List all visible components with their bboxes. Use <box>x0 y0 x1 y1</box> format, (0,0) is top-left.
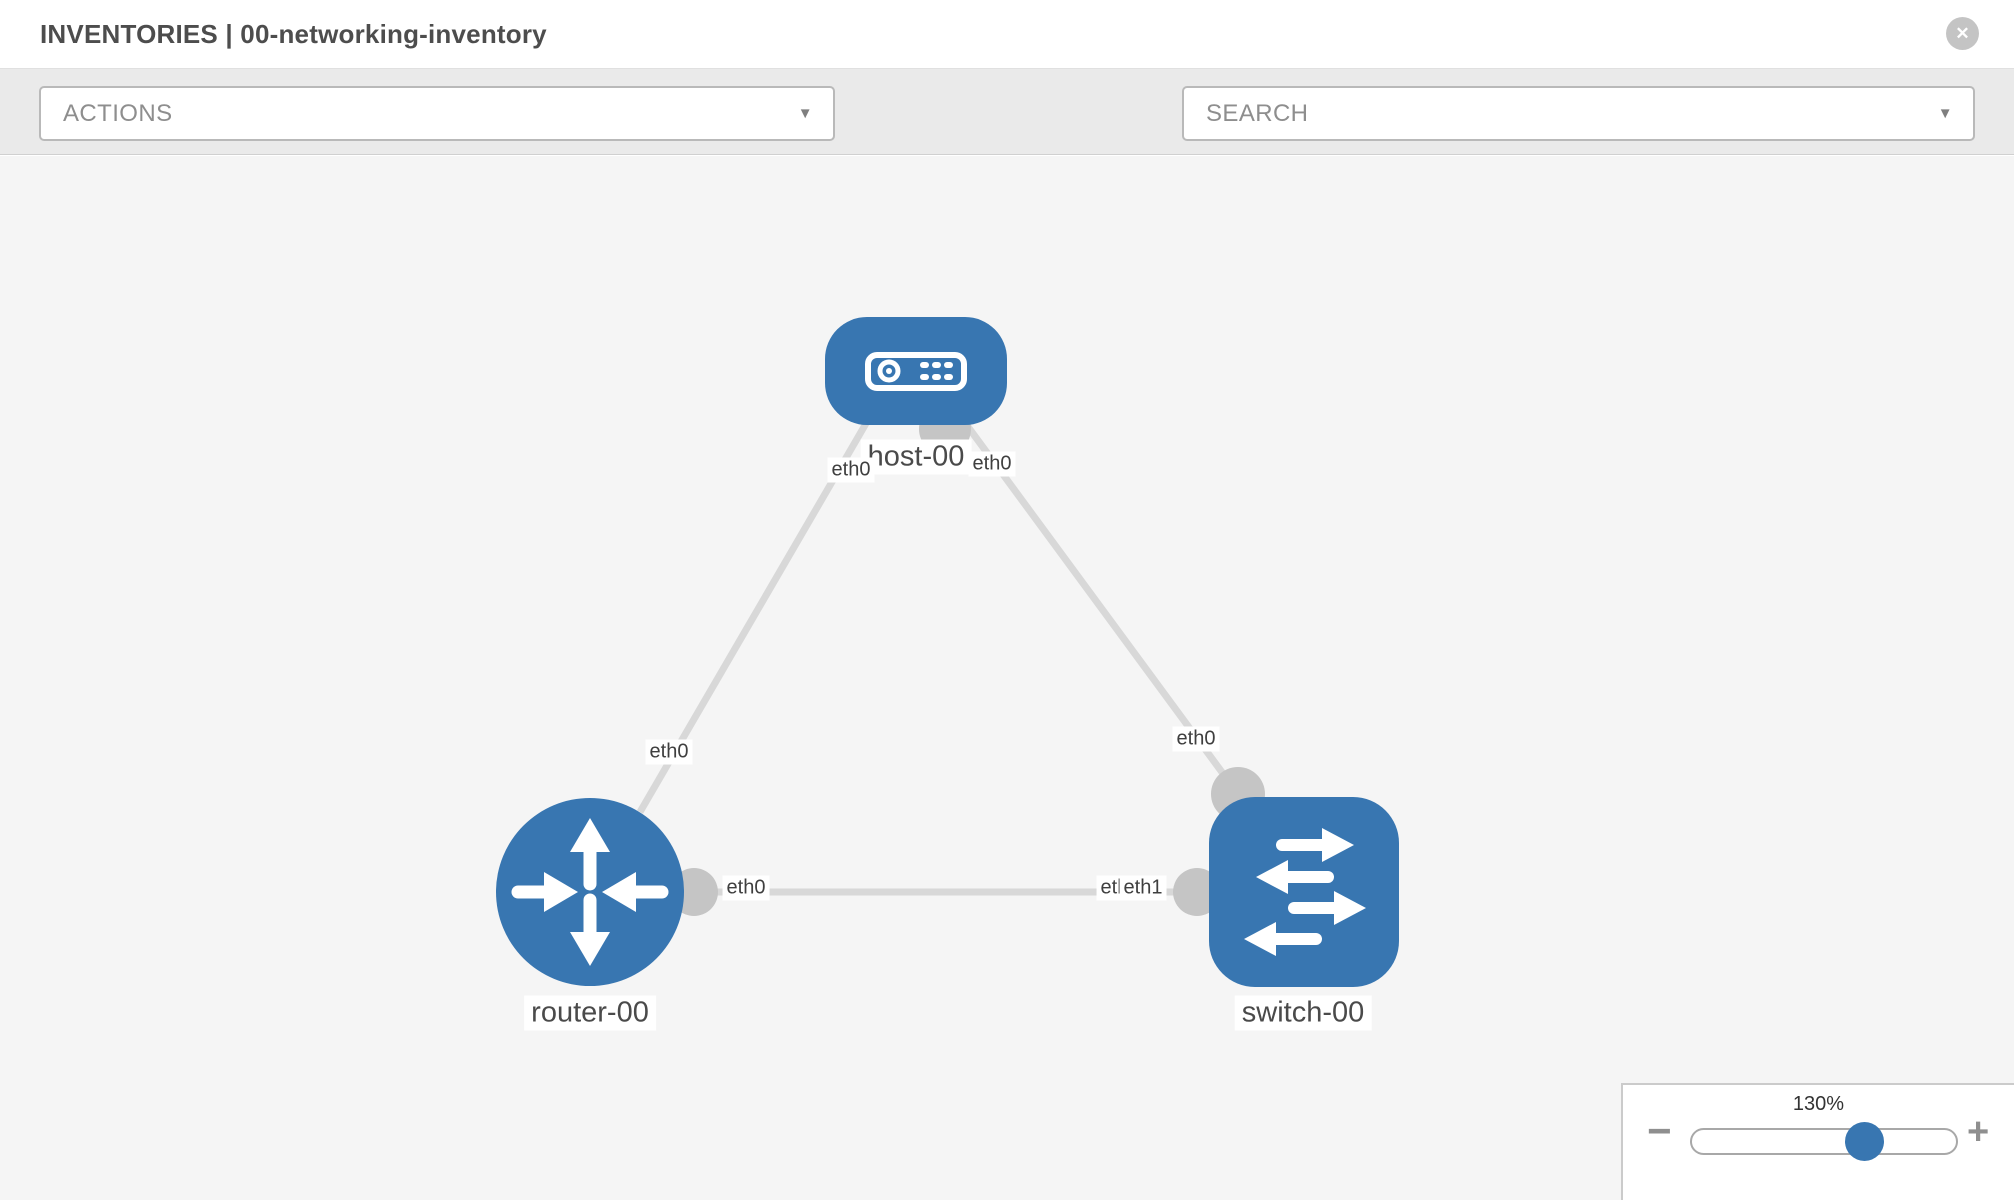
chevron-down-icon: ▼ <box>1937 104 1953 122</box>
if-label-host-eth0-right: eth0 <box>968 451 1016 477</box>
if-label-router-eth0-mid: eth0 <box>722 875 770 901</box>
zoom-slider-track[interactable] <box>1690 1128 1958 1155</box>
node-router-00[interactable] <box>496 798 684 986</box>
node-switch-00[interactable] <box>1209 797 1399 987</box>
if-label-router-eth0-top: eth0 <box>645 739 693 765</box>
node-label-router-00: router-00 <box>524 995 656 1031</box>
zoom-control-panel: 130% − + <box>1621 1083 2014 1200</box>
zoom-slider-thumb[interactable] <box>1845 1122 1884 1161</box>
actions-dropdown[interactable]: ACTIONS ▼ <box>39 86 835 141</box>
topology-canvas[interactable]: host-00 router-00 switch-00 eth0 eth0 et… <box>0 156 2014 1200</box>
links <box>636 417 1241 896</box>
close-icon[interactable]: ✕ <box>1946 17 1979 50</box>
chevron-down-icon: ▼ <box>797 104 813 122</box>
router-icon <box>511 818 669 966</box>
switch-icon <box>1244 828 1366 956</box>
if-label-host-eth0-left: eth0 <box>827 457 875 483</box>
if-label-switch-eth0-top: eth0 <box>1172 726 1220 752</box>
interface-connectors <box>670 403 1265 916</box>
page-title: INVENTORIES | 00-networking-inventory <box>40 19 547 49</box>
search-dropdown[interactable]: SEARCH ▼ <box>1182 86 1975 141</box>
zoom-out-button[interactable]: − <box>1647 1107 1672 1154</box>
zoom-in-button[interactable]: + <box>1967 1111 1990 1153</box>
title-bar: INVENTORIES | 00-networking-inventory ✕ <box>0 0 2014 68</box>
search-dropdown-label: SEARCH <box>1206 99 1309 127</box>
host-icon <box>865 352 967 391</box>
node-host-00[interactable] <box>825 317 1007 425</box>
if-label-switch-eth1-mid: eth1 <box>1119 875 1167 901</box>
topology-graph <box>496 317 1399 987</box>
node-label-switch-00: switch-00 <box>1234 995 1372 1031</box>
actions-dropdown-label: ACTIONS <box>63 99 173 127</box>
node-label-host-00: host-00 <box>860 439 972 475</box>
zoom-level-readout: 130% <box>1792 1093 1845 1115</box>
toolbar: ACTIONS ▼ SEARCH ▼ <box>0 68 2014 201</box>
